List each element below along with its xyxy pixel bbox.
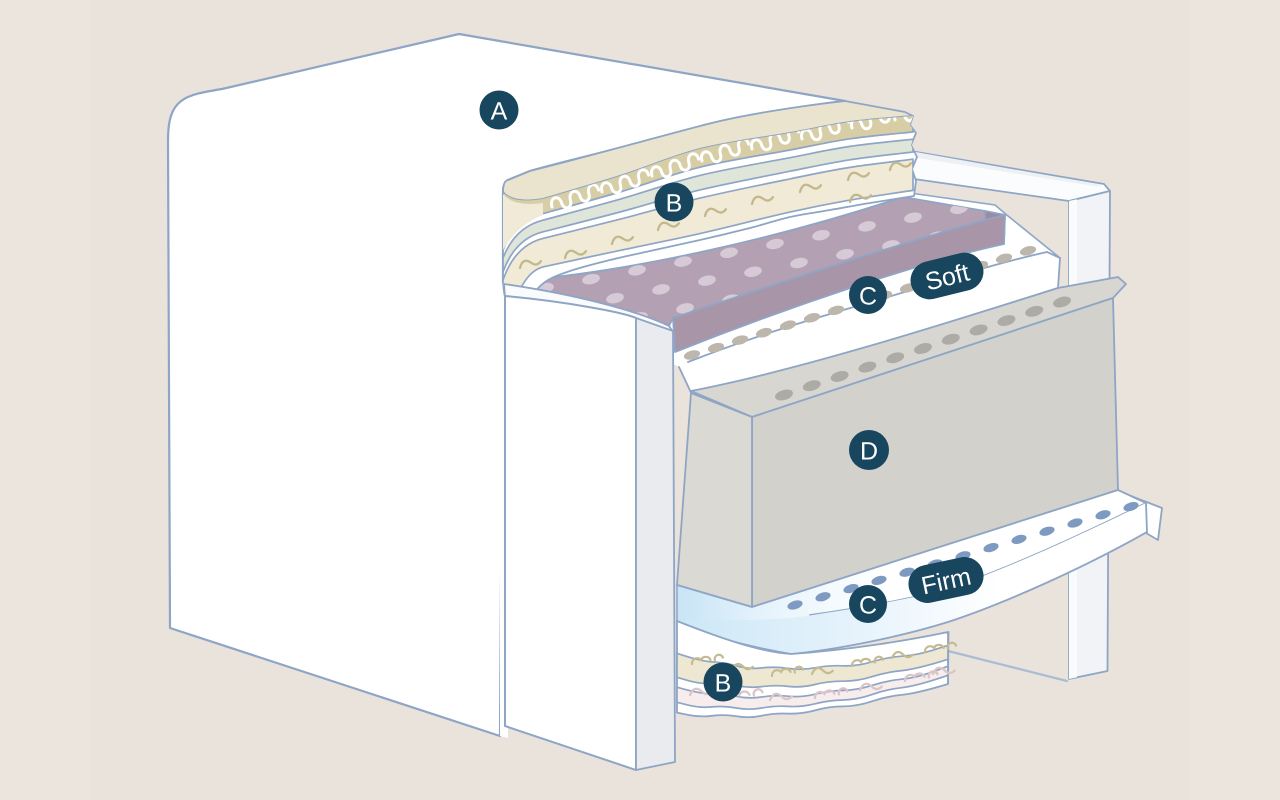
svg-text:B: B xyxy=(715,670,732,698)
svg-text:C: C xyxy=(859,283,877,311)
svg-text:C: C xyxy=(859,592,877,620)
svg-text:D: D xyxy=(860,438,878,466)
svg-text:B: B xyxy=(666,190,683,218)
svg-text:A: A xyxy=(491,98,508,126)
